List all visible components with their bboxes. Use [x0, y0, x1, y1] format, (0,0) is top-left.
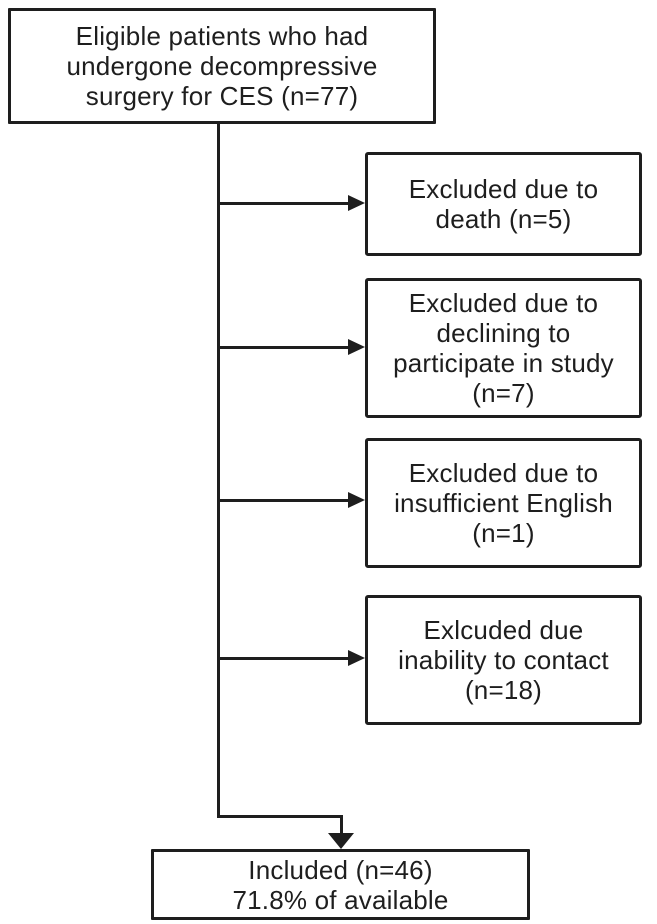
flow-node-excluded-english: Excluded due to insufficient English (n=… — [365, 438, 642, 568]
arrowhead-right-icon — [348, 492, 365, 508]
branch-line-death — [218, 202, 348, 205]
flow-node-included: Included (n=46) 71.8% of available — [151, 849, 530, 920]
branch-line-english — [218, 499, 348, 502]
flow-node-eligible-patients: Eligible patients who had undergone deco… — [8, 8, 436, 124]
main-trunk-line — [217, 124, 220, 818]
arrowhead-down-icon — [328, 833, 354, 849]
elbow-vertical-line — [340, 815, 343, 833]
branch-line-contact — [218, 657, 348, 660]
arrowhead-right-icon — [348, 195, 365, 211]
arrowhead-right-icon — [348, 339, 365, 355]
flow-node-excluded-contact: Exlcuded due inability to contact (n=18) — [365, 595, 642, 725]
branch-line-declined — [218, 346, 348, 349]
arrowhead-right-icon — [348, 650, 365, 666]
flow-node-excluded-death: Excluded due to death (n=5) — [365, 152, 642, 256]
elbow-horizontal-line — [217, 815, 343, 818]
flow-node-excluded-declined: Excluded due to declining to participate… — [365, 278, 642, 418]
